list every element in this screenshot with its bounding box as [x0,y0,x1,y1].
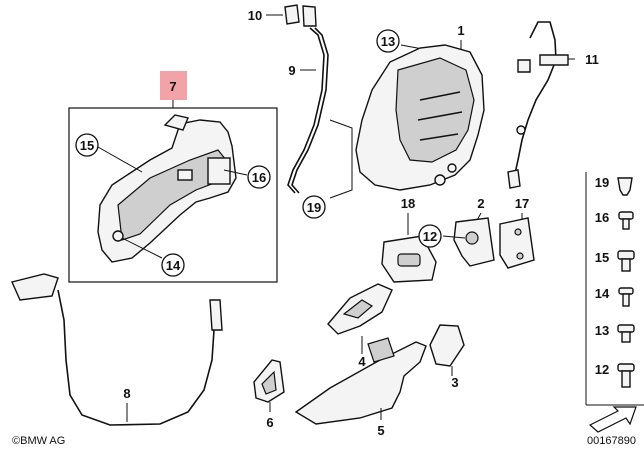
cable-8 [11,273,223,426]
legend-item-12: 12 [595,362,609,377]
callout-1[interactable]: 1 [457,23,464,38]
callout-13-circle[interactable] [376,29,400,53]
callout-9[interactable]: 9 [288,63,295,78]
end-cap-3 [429,324,465,367]
striker-2 [453,217,495,267]
copyright-text: ©BMW AG [12,435,65,447]
callout-14[interactable]: 14 [166,258,181,273]
door-lock-1 [355,44,485,191]
callout-15-circle[interactable] [75,133,99,157]
callout-14-circle[interactable] [161,253,185,277]
callout-2[interactable]: 2 [477,196,484,211]
callout-15[interactable]: 15 [80,138,94,153]
inner-door-handle [97,114,237,263]
outer-handle-5 [294,337,427,425]
callout-11[interactable]: 11 [585,52,599,67]
legend-item-16: 16 [595,210,609,225]
callout-5[interactable]: 5 [377,423,384,438]
bowden-cable-9 [287,27,325,194]
fastener-legend: 19 16 15 14 13 12 [585,172,644,433]
callout-12[interactable]: 12 [423,229,437,244]
arrow-icon [588,406,637,433]
callout-10[interactable]: 10 [248,8,262,23]
cover-plate-17 [499,217,535,269]
cable-11 [513,21,557,179]
callout-12-circle[interactable] [418,224,442,248]
diagram-number: 00167890 [587,435,636,447]
callout-3[interactable]: 3 [451,375,458,390]
callout-19-circle[interactable] [302,195,326,219]
clip-icon [617,177,633,196]
callout-4[interactable]: 4 [358,354,366,369]
legend-item-13: 13 [595,323,609,338]
callout-16-circle[interactable] [247,165,271,189]
callout-18[interactable]: 18 [401,196,415,211]
callout-7-highlight[interactable] [160,71,187,100]
callout-13[interactable]: 13 [381,34,395,49]
callout-16[interactable]: 16 [252,170,266,185]
callout-8[interactable]: 8 [123,386,130,401]
callout-17[interactable]: 17 [515,196,529,211]
callout-6[interactable]: 6 [266,415,273,430]
legend-item-14: 14 [595,286,610,301]
legend-item-15: 15 [595,250,609,265]
cap-part-10 [284,4,317,27]
bracket-6 [253,359,285,403]
callout-19[interactable]: 19 [307,200,321,215]
legend-item-19: 19 [595,175,609,190]
handle-trim-4 [327,283,393,335]
callout-7[interactable]: 7 [169,79,176,94]
